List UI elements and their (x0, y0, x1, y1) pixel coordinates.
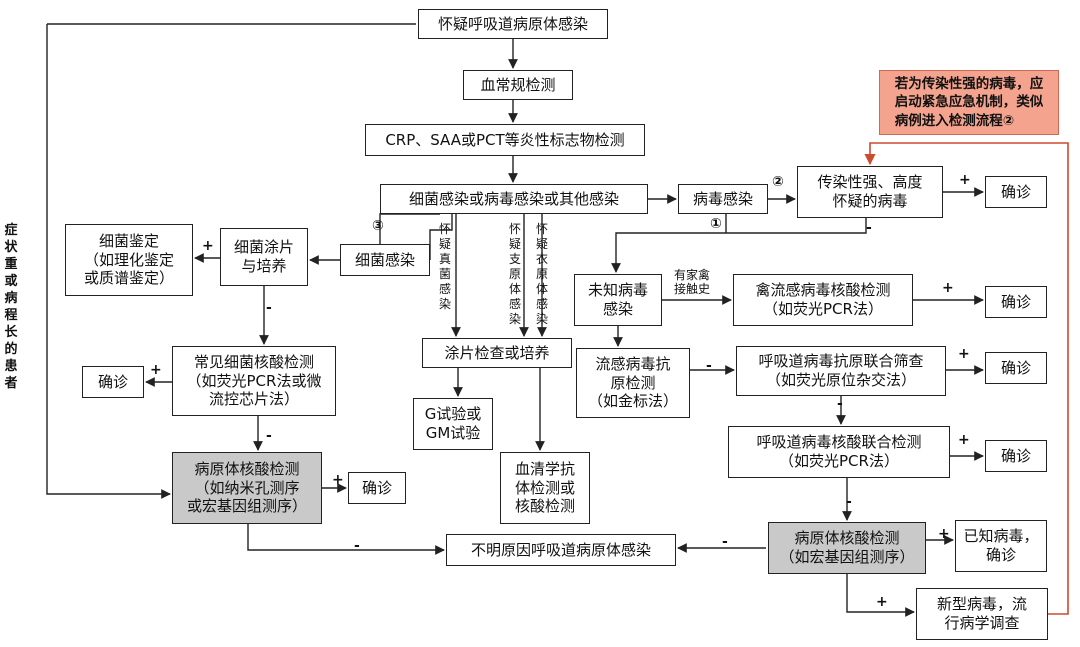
node-confirm-highly-infectious: 确诊 (985, 176, 1047, 208)
branch-label-chlamydia: 怀疑衣原体感染 (535, 222, 548, 326)
node-emergency-alert: 若为传染性强的病毒，应 启动紧急应急机制，类似 病例进入检测流程② (879, 70, 1059, 135)
node-resp-antigen-screen: 呼吸道病毒抗原联合筛查 （如荧光原位杂交法） (736, 346, 946, 396)
connector-line (46, 24, 171, 499)
side-note: 症状重或病程长的患者 (4, 223, 18, 391)
node-confirm-resp: 确诊 (985, 352, 1047, 384)
edge-lines (46, 23, 1069, 617)
plus-label: + (938, 526, 950, 542)
node-avian-influenza-nucleic: 禽流感病毒核酸检测 （如荧光PCR法） (733, 274, 913, 326)
minus-label: - (866, 220, 872, 236)
node-classify-infection: 细菌感染或病毒感染或其他感染 (380, 184, 648, 214)
node-pathogen-nucleic-left: 病原体核酸检测 （如纳米孔测序 或宏基因组测序） (172, 452, 322, 524)
plus-label: + (202, 238, 214, 254)
plus-label: + (959, 172, 971, 188)
node-resp-nucleic-combined: 呼吸道病毒核酸联合检测 （如荧光PCR法） (728, 426, 950, 478)
branch-label-mycoplasma: 怀疑支原体感染 (508, 222, 521, 326)
node-serology-test: 血清学抗 体检测或 核酸检测 (500, 452, 590, 524)
node-confirm-nucleic: 确诊 (985, 440, 1047, 472)
node-confirm-bacteria: 确诊 (82, 366, 144, 398)
feedback-loop-line (864, 142, 1069, 615)
minus-label: - (837, 396, 843, 412)
node-pathogen-nucleic-right: 病原体核酸检测 （如宏基因组测序） (768, 522, 926, 574)
plus-label: + (150, 362, 162, 378)
node-bacterial-culture: 细菌涂片 与培养 (220, 228, 308, 286)
minus-label: - (846, 494, 852, 510)
node-suspect-infection: 怀疑呼吸道病原体感染 (418, 9, 608, 39)
path-label-2: ② (772, 174, 784, 190)
path-label-3: ③ (372, 218, 384, 234)
node-common-bacteria-nucleic: 常见细菌核酸检测 （如荧光PCR法或微 流控芯片法） (172, 346, 336, 416)
node-bacterial-identification: 细菌鉴定 （如理化鉴定 或质谱鉴定） (65, 224, 193, 296)
minus-label: - (266, 428, 272, 444)
connector-line (247, 524, 445, 555)
node-unexplained-infection: 不明原因呼吸道病原体感染 (446, 534, 676, 566)
minus-label: - (706, 358, 712, 374)
minus-label: - (266, 300, 272, 316)
path-label-1: ① (710, 216, 722, 232)
plus-label: + (958, 432, 970, 448)
node-virus-infection: 病毒感染 (678, 184, 768, 214)
node-crp-markers: CRP、SAA或PCT等炎性标志物检测 (365, 124, 645, 156)
plus-label: + (332, 472, 344, 488)
node-new-virus: 新型病毒，流 行病学调查 (916, 588, 1048, 640)
connector-line (611, 218, 867, 273)
node-bacterial-infection: 细菌感染 (340, 244, 430, 276)
connector-line (846, 574, 915, 617)
plus-label: + (942, 280, 954, 296)
node-flu-antigen: 流感病毒抗 原检测 （如金标法） (576, 348, 690, 418)
plus-label: + (876, 594, 888, 610)
branch-label-fungus: 怀疑真菌感染 (438, 222, 451, 311)
node-confirm-left: 确诊 (348, 472, 406, 504)
minus-label: - (722, 534, 728, 550)
plus-label: + (958, 346, 970, 362)
node-confirm-avian: 确诊 (985, 286, 1047, 318)
node-known-virus: 已知病毒， 确诊 (955, 520, 1047, 572)
node-smear-culture: 涂片检查或培养 (422, 338, 572, 368)
node-highly-infectious-virus: 传染性强、高度 怀疑的病毒 (797, 166, 943, 218)
node-unknown-virus: 未知病毒 感染 (574, 274, 662, 326)
minus-label: - (354, 538, 360, 554)
connector-line (379, 213, 440, 244)
label-poultry-contact: 有家禽 接触史 (674, 268, 711, 296)
node-blood-routine: 血常规检测 (463, 70, 573, 100)
connector-line (429, 214, 453, 260)
node-g-gm-test: G试验或 GM试验 (413, 398, 493, 450)
